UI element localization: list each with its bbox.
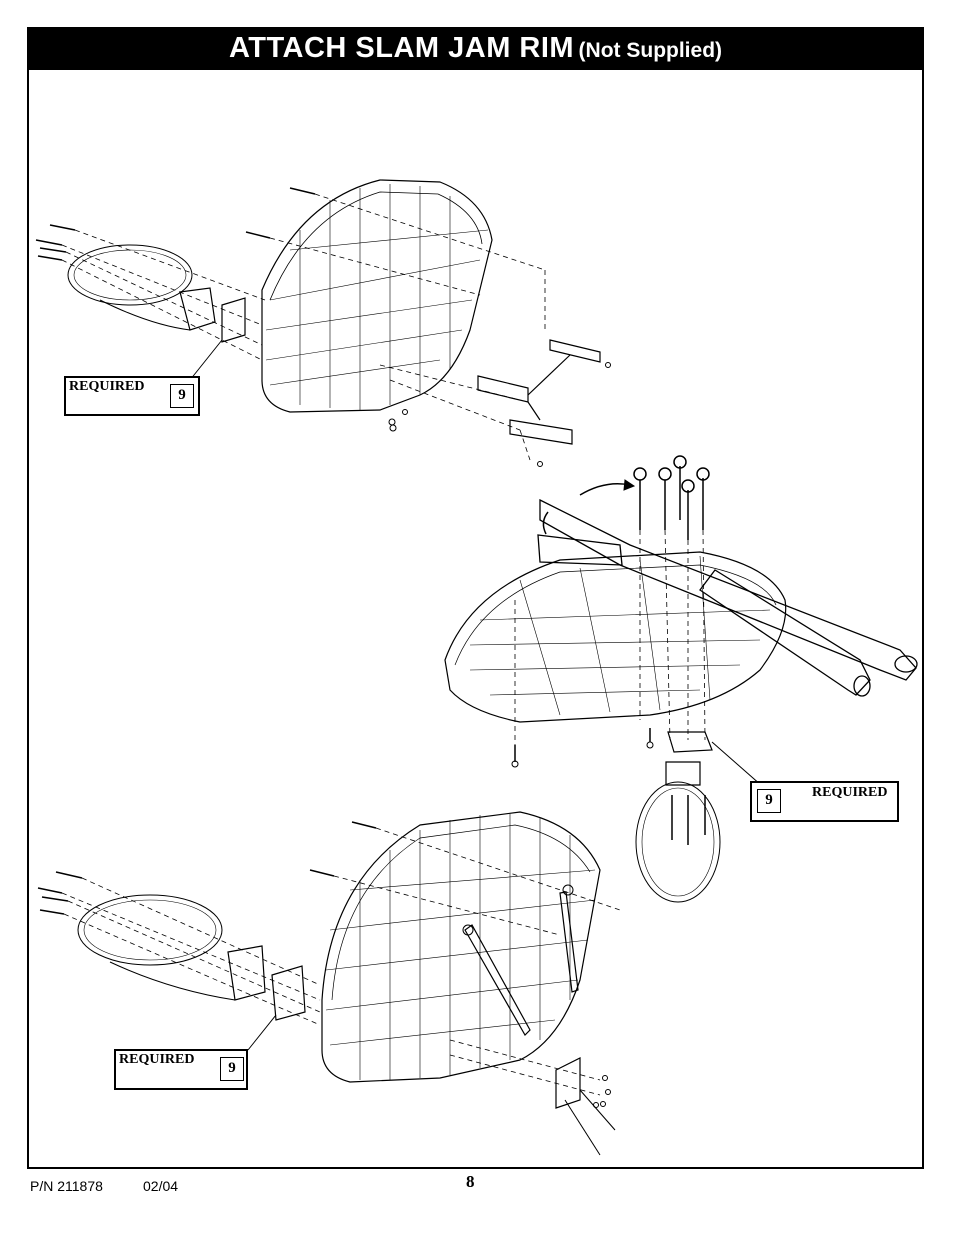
required-callout-bottom: REQUIRED 9 — [114, 1049, 248, 1090]
page-subtitle: (Not Supplied) — [578, 39, 723, 62]
bolts-bottom — [37, 821, 377, 915]
backboard-top — [261, 179, 493, 413]
revision-date: 02/04 — [143, 1178, 179, 1194]
required-quantity: 9 — [220, 1057, 244, 1081]
backboard-middle-grid — [469, 555, 771, 716]
backboard-bottom-grid — [325, 814, 596, 1080]
alignment-lines-middle — [514, 529, 706, 745]
required-callout-top: REQUIRED 9 — [64, 376, 200, 416]
required-quantity: 9 — [757, 789, 781, 813]
bolts-top-left — [35, 187, 316, 261]
page-number: 8 — [466, 1172, 475, 1191]
nuts-bottom — [593, 1075, 611, 1108]
required-label: REQUIRED — [812, 785, 888, 800]
part-number: P/N 211878 — [30, 1178, 103, 1194]
diagram-top-left — [35, 179, 611, 467]
mount-plate-top — [221, 297, 246, 343]
page-title: ATTACH SLAM JAM RIM — [228, 32, 575, 64]
support-arms — [537, 498, 918, 697]
rotation-arrow-right — [579, 483, 631, 496]
rim-bottom — [77, 894, 223, 966]
required-label: REQUIRED — [119, 1052, 195, 1067]
alignment-lines-bottom — [61, 827, 621, 1096]
required-quantity: 9 — [170, 384, 194, 408]
nuts-top — [388, 362, 611, 467]
required-callout-middle: 9 REQUIRED — [750, 781, 899, 822]
rim-middle — [635, 781, 721, 903]
diagram-middle-right — [444, 455, 918, 903]
rim-top — [67, 244, 193, 306]
backboard-middle — [444, 551, 787, 723]
bracket-bottom — [555, 1057, 581, 1109]
backboard-top-grid — [265, 184, 489, 410]
required-label: REQUIRED — [69, 379, 145, 394]
bolts-middle — [633, 455, 710, 540]
bracket-top-right — [477, 339, 601, 445]
diagram-bottom — [37, 811, 621, 1156]
alignment-lines-top — [61, 193, 546, 461]
title-bar: ATTACH SLAM JAM RIM (Not Supplied) — [27, 27, 924, 70]
backboard-bottom — [321, 811, 601, 1083]
rotation-arrow-left — [542, 511, 549, 535]
mount-plate-middle — [667, 731, 713, 753]
